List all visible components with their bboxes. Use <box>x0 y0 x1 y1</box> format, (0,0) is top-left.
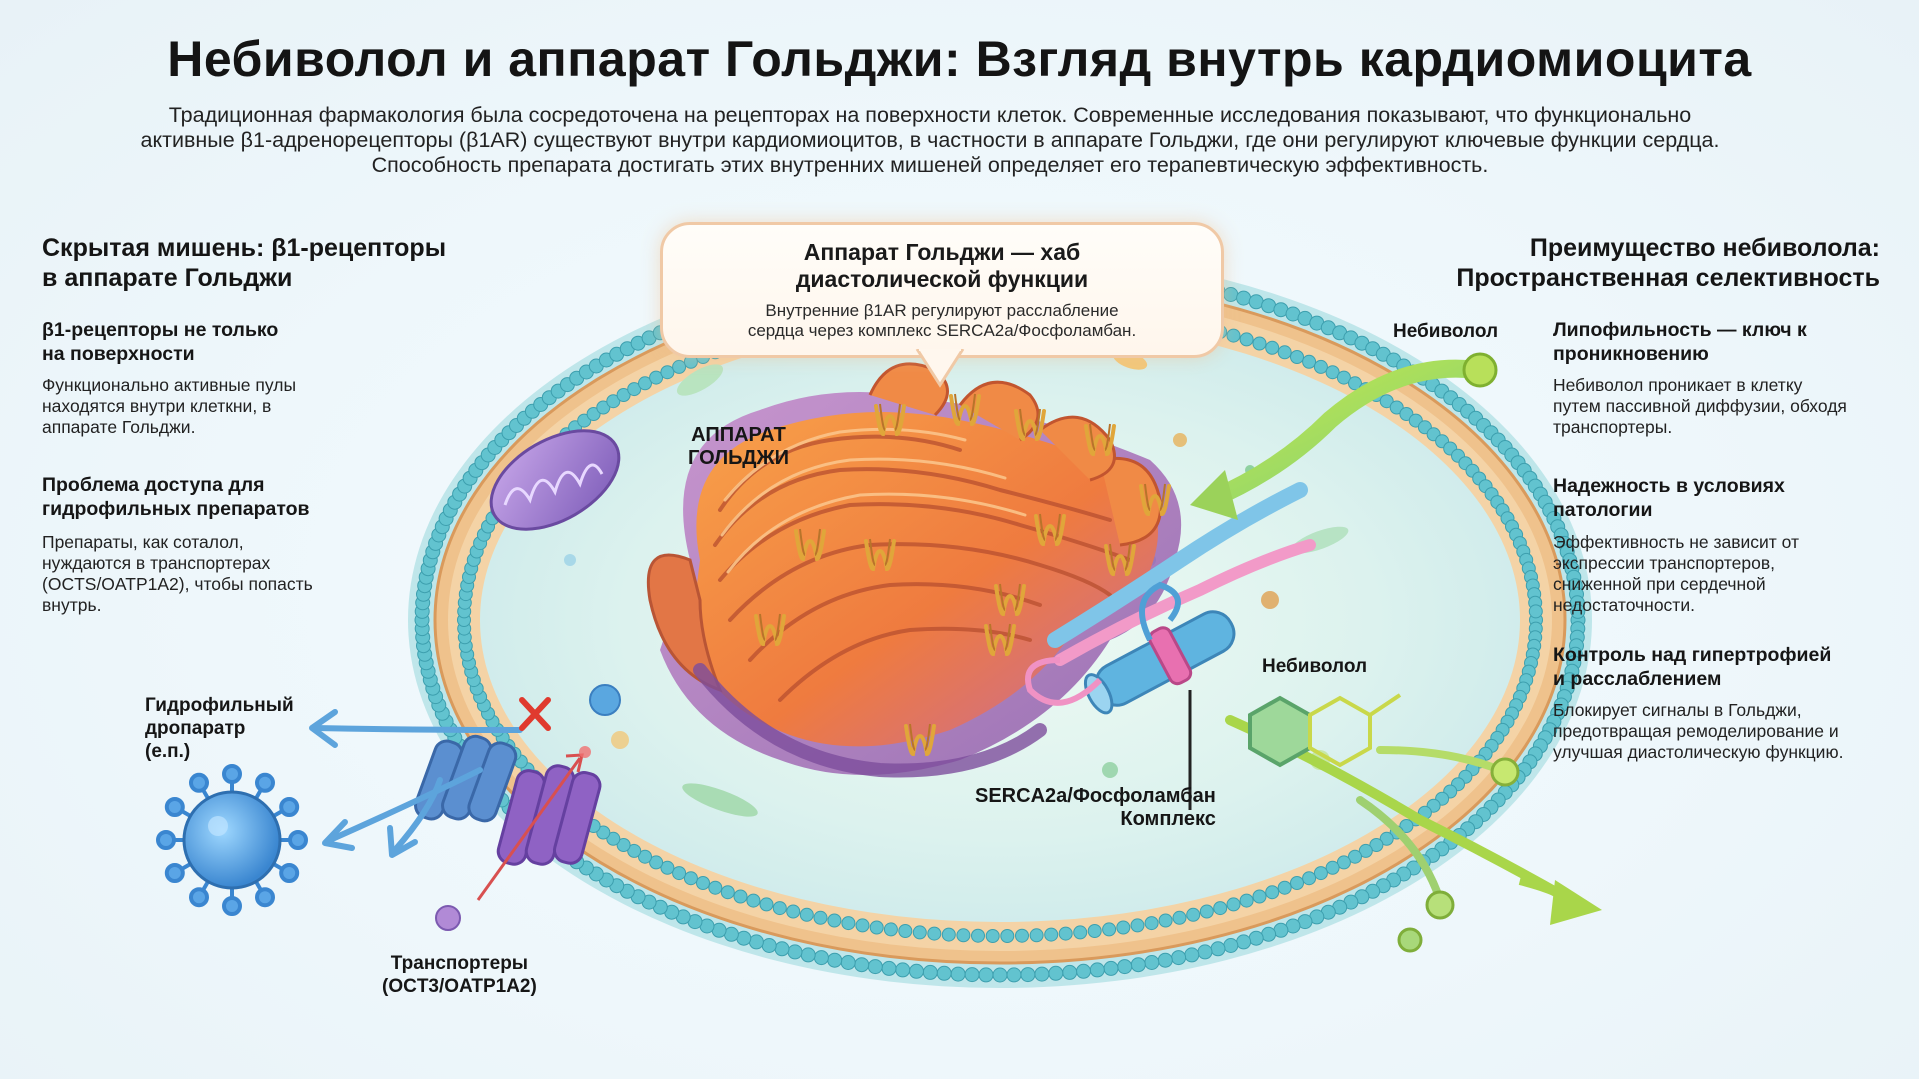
receptor-icon <box>864 539 896 572</box>
serca-label: SERCA2a/Фосфоламбан Комплекс <box>975 785 1216 830</box>
left-section-2-title: Проблема доступа для гидрофильных препар… <box>42 474 310 520</box>
serca-complex <box>1025 482 1316 810</box>
right-section-1-text: Небиволол проникает в клетку путем пасси… <box>1553 375 1847 437</box>
right-section-3-text: Блокирует сигналы в Гольджи, предотвраща… <box>1553 700 1844 762</box>
receptor-icon <box>994 584 1026 617</box>
left-section-1-title: β1-рецепторы не только на поверхности <box>42 319 279 365</box>
nebivolol-label-top: Небиволол <box>1393 321 1499 342</box>
virus-spike-tip <box>164 863 185 883</box>
mitochondrion-icon <box>489 429 621 531</box>
virus-spike-tip <box>156 830 176 850</box>
arrow-icon <box>309 709 523 858</box>
virus-spike-tip <box>189 772 209 793</box>
receptor-icon <box>1139 484 1171 517</box>
receptor-icon <box>1104 544 1136 577</box>
receptor-icon <box>799 528 821 556</box>
receptor-icon <box>1039 513 1061 541</box>
intro-paragraph: Традиционная фармакология была сосредото… <box>140 103 1720 177</box>
receptor-icon <box>879 403 901 431</box>
left-section-2-text: Препараты, как соталол, нуждаются в тран… <box>42 532 313 615</box>
nebivolol-arrow <box>1190 352 1498 520</box>
receptor-icon <box>1019 408 1041 436</box>
receptor-icon <box>1109 543 1131 571</box>
callout-pointer <box>915 349 965 388</box>
transporter-arrow <box>476 746 591 901</box>
receptor-icon <box>904 724 936 757</box>
transporters-label: Транспортеры (OCT3/OATP1A2) <box>382 953 537 997</box>
drug-particle <box>435 905 461 931</box>
left-heading: Скрытая мишень: β1-рецепторы в аппарате … <box>42 234 447 292</box>
receptor-icon <box>794 529 826 562</box>
virus-spike-tip <box>279 797 300 817</box>
page-title: Небиволол и аппарат Гольджи: Взгляд внут… <box>167 31 1752 87</box>
receptor-icon <box>1034 514 1066 547</box>
golgi-label: АППАРАТ ГОЛЬДЖИ <box>688 424 789 469</box>
right-heading: Преимущество небиволола: Пространственна… <box>1456 234 1880 292</box>
receptor-icon <box>754 614 786 647</box>
virus-icon <box>156 764 308 916</box>
virus-spike-tip <box>222 764 242 784</box>
receptor-icon <box>1014 409 1046 442</box>
virus-spike-tip <box>255 887 275 908</box>
receptor-icon <box>1089 423 1111 451</box>
drug-particle <box>589 684 621 716</box>
vesicles <box>564 350 1349 817</box>
receptor-icon <box>759 613 781 641</box>
virus-spike-tip <box>255 772 275 793</box>
receptor-icon <box>874 404 906 437</box>
virus-spike-tip <box>279 863 300 883</box>
transporter-channel <box>496 764 602 866</box>
receptor-icon <box>954 393 976 421</box>
right-section-1-title: Липофильность — ключ к проникновению <box>1553 319 1807 365</box>
receptor-icon <box>949 394 981 427</box>
virus-spike-tip <box>288 830 308 850</box>
right-section-2-title: Надежность в условиях патологии <box>1553 475 1785 521</box>
receptor-icon <box>1084 424 1116 457</box>
golgi-callout: Аппарат Гольджи — хаб диастолической фун… <box>660 222 1224 358</box>
receptor-icon <box>984 624 1016 657</box>
virus-spike-tip <box>222 896 242 916</box>
nebivolol-label-mid: Небиволол <box>1262 656 1368 677</box>
left-section-1-text: Функционально активные пулы находятся вн… <box>42 375 297 437</box>
virus-spike-tip <box>189 887 209 908</box>
hydrophilic-label: Гидрофильный дропаратр (е.п.) <box>145 695 294 762</box>
receptor-icon <box>989 623 1011 651</box>
beta1-receptors <box>754 393 1171 757</box>
x-block-icon <box>519 697 551 731</box>
right-section-3-title: Контроль над гипертрофией и расслабление… <box>1553 644 1832 690</box>
receptor-icon <box>869 538 891 566</box>
nebivolol-molecule <box>1225 693 1602 953</box>
virus-spike-tip <box>164 797 185 817</box>
receptor-icon <box>909 723 931 751</box>
right-section-2-text: Эффективность не зависит от экспрессии т… <box>1553 532 1800 615</box>
receptor-icon <box>999 583 1021 611</box>
receptor-icon <box>1144 483 1166 511</box>
